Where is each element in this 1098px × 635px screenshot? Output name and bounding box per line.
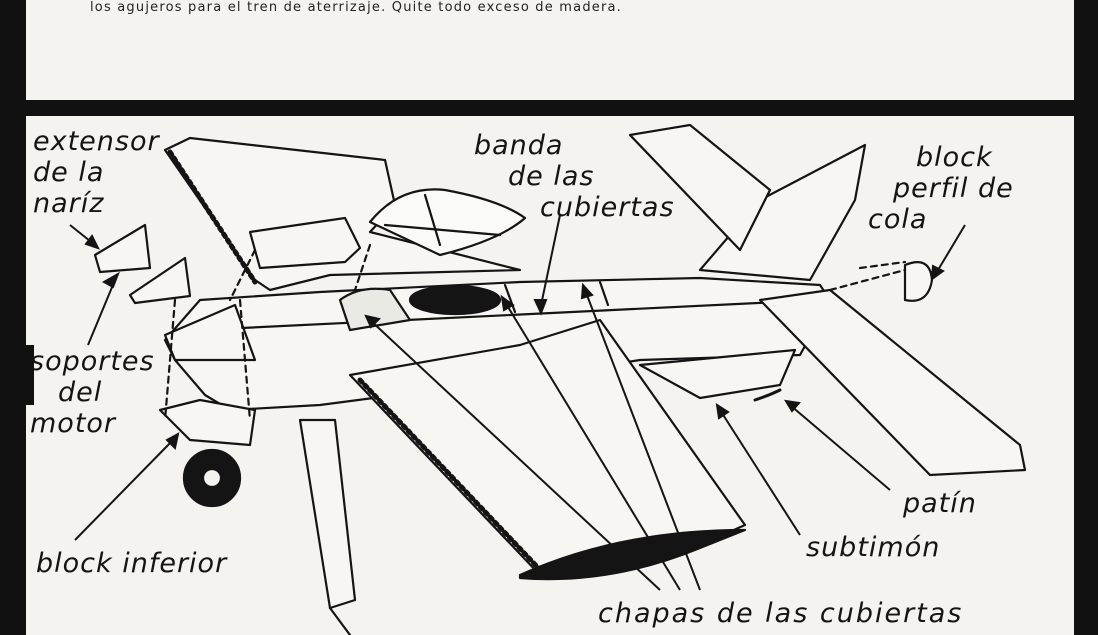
top-caption-text: los agujeros para el tren de aterrizaje.… xyxy=(90,0,623,15)
canopy xyxy=(368,188,527,257)
nose-block xyxy=(248,216,362,270)
label-soportes-line-3: motor xyxy=(30,408,117,439)
label-extensor-line-3: naríz xyxy=(33,188,105,219)
tailplane-lower xyxy=(758,288,1027,477)
frame-divider xyxy=(0,100,1098,116)
label-soportes-line-1: soportes xyxy=(30,346,155,377)
label-extensor-line-2: de la xyxy=(33,157,105,188)
wing-airfoil-section xyxy=(518,528,747,581)
belly-fairing xyxy=(638,348,797,400)
label-banda-line-3: cubiertas xyxy=(540,192,675,223)
label-banda-line-2: de las xyxy=(508,161,595,192)
label-subtimon: subtimón xyxy=(806,532,941,563)
cockpit-opening xyxy=(408,284,502,316)
skid xyxy=(753,388,782,402)
label-patin: patín xyxy=(903,488,977,519)
label-block-perfil-line-1: block xyxy=(916,142,993,173)
label-chapas-cubiertas: chapas de las cubiertas xyxy=(598,598,964,629)
label-block-perfil-line-2: perfil de xyxy=(893,173,1014,204)
frame-left-notch xyxy=(0,345,34,405)
motor-support-1 xyxy=(93,223,152,274)
lower-block xyxy=(158,398,257,447)
tailplane-upper xyxy=(628,123,772,252)
tail-block xyxy=(903,261,934,302)
label-block-perfil-line-3: cola xyxy=(868,204,928,235)
landing-gear-strut xyxy=(298,418,357,610)
label-banda-cubiertas: banda de las cubiertas xyxy=(474,130,675,223)
label-soportes-motor: soportes del motor xyxy=(30,346,155,439)
label-extensor-line-1: extensor xyxy=(33,126,160,157)
label-block-perfil-cola: block perfil de cola xyxy=(868,142,1014,235)
label-soportes-line-2: del xyxy=(58,377,103,408)
motor-support-2 xyxy=(128,256,192,305)
label-banda-line-1: banda xyxy=(474,130,564,161)
label-block-inferior: block inferior xyxy=(36,548,228,579)
label-extensor-nariz: extensor de la naríz xyxy=(33,126,160,219)
